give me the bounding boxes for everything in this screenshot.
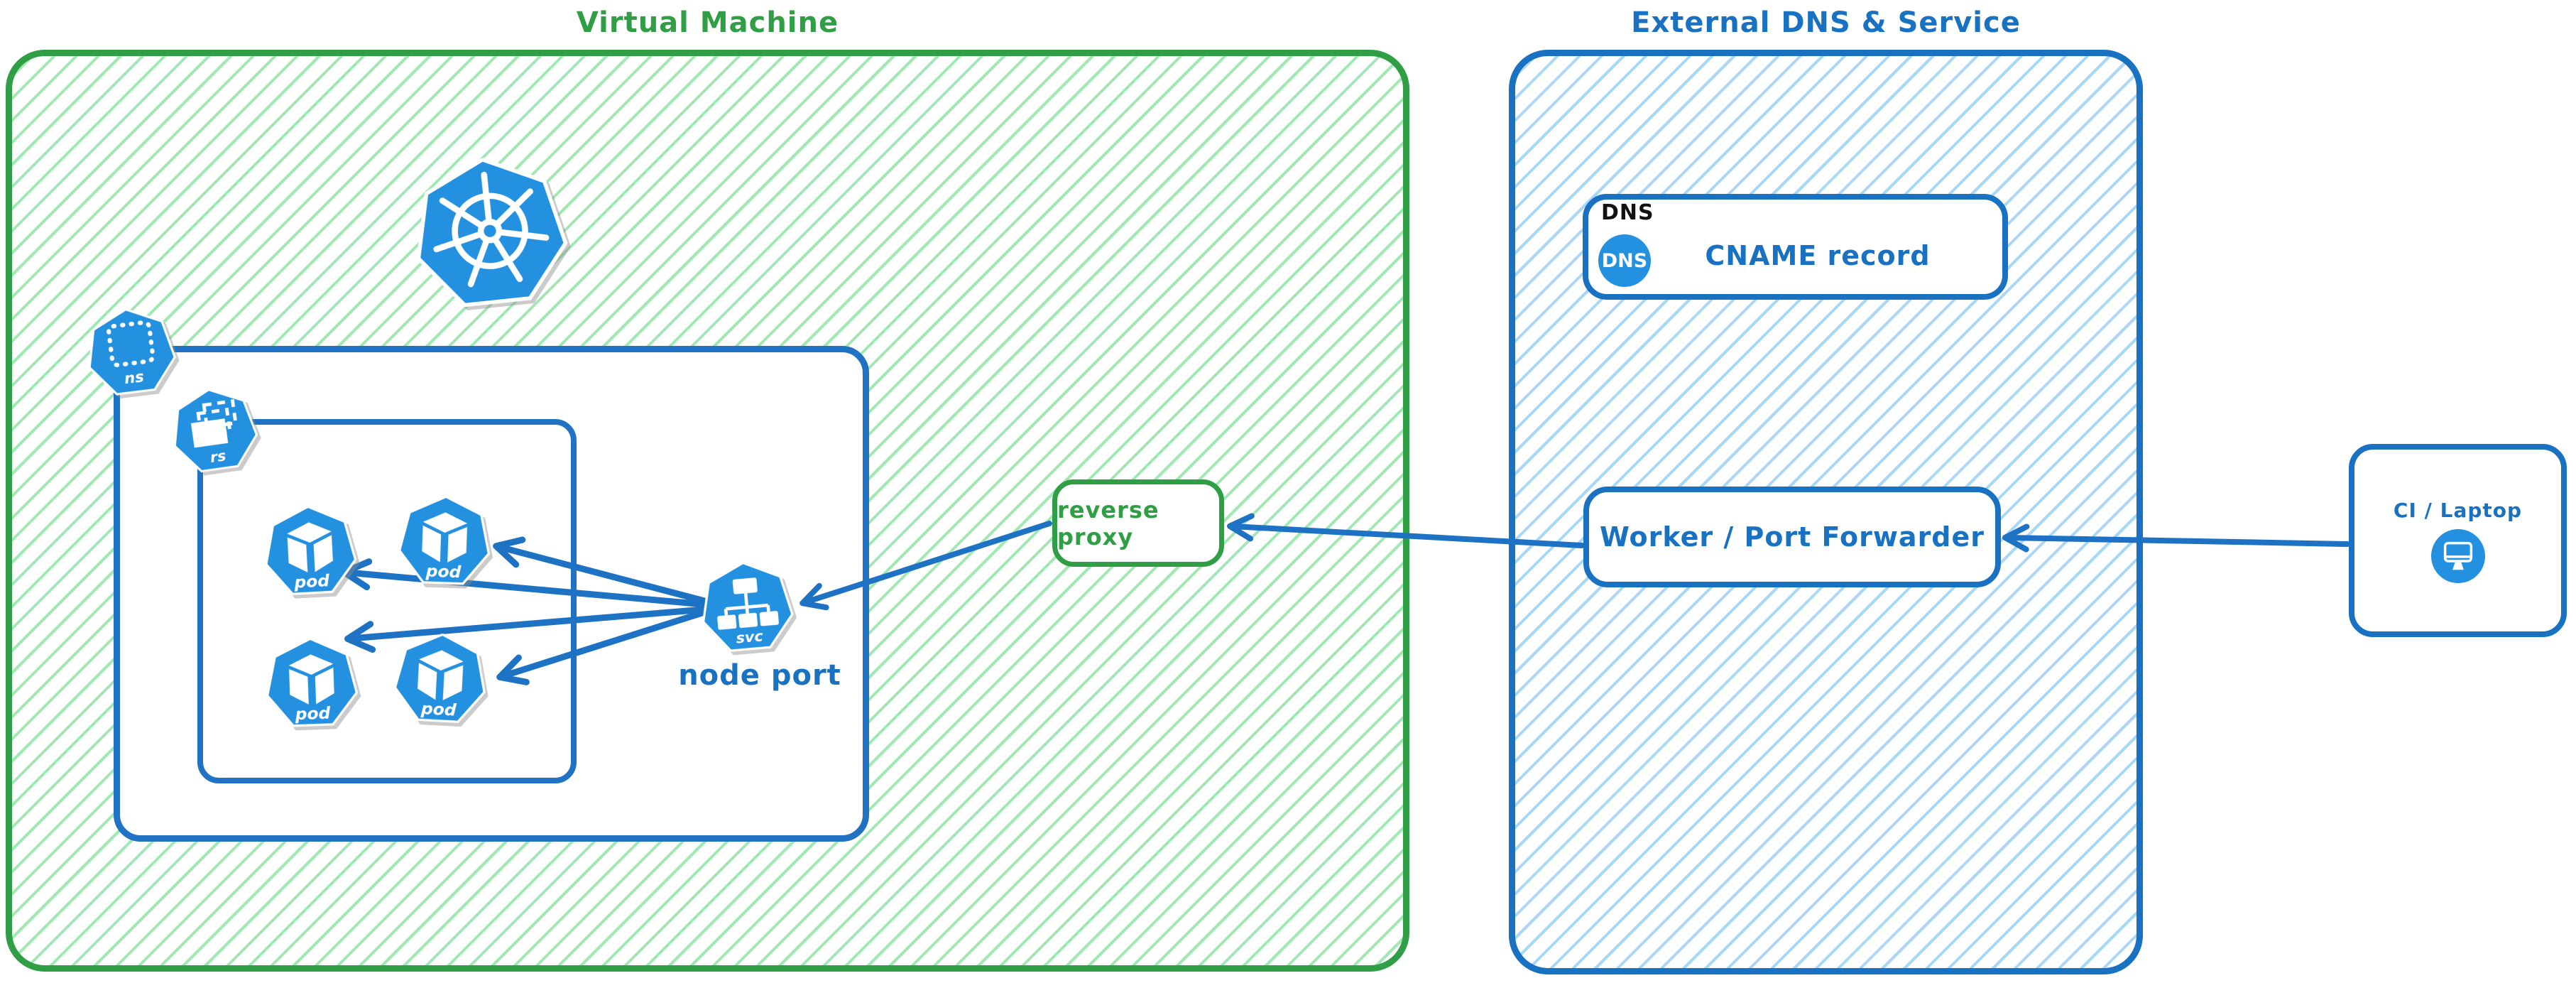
pod-icon: pod [266, 637, 359, 727]
namespace-icon-label: ns [124, 368, 146, 388]
replicaset-icon: rs [173, 389, 258, 473]
arrow-svc-to-pod-2 [493, 536, 708, 604]
pod-icon-label: pod [420, 698, 457, 720]
ci-laptop-box: CI / Laptop [2349, 444, 2567, 637]
arrow-ci-to-worker [2002, 523, 2350, 553]
ci-laptop-label: CI / Laptop [2393, 498, 2523, 522]
monitor-icon [2430, 528, 2485, 583]
external-dns-title: External DNS & Service [1631, 6, 2021, 39]
dns-header-label: DNS [1601, 200, 1654, 225]
pod-icon: pod [265, 505, 357, 595]
arrow-svc-to-pod-1 [341, 558, 708, 608]
replicaset-icon-label: rs [209, 447, 227, 466]
dns-record-box [1583, 194, 2008, 300]
virtual-machine-title: Virtual Machine [576, 6, 839, 39]
reverse-proxy-label: reverse proxy [1057, 496, 1159, 550]
arrow-worker-to-reverse-proxy [1227, 513, 1585, 548]
arrow-svc-to-pod-3 [344, 606, 708, 653]
kubernetes-logo-icon [416, 157, 568, 308]
worker-port-forwarder-box: Worker / Port Forwarder [1583, 487, 2001, 587]
pod-icon: pod [393, 633, 486, 723]
pod-icon: pod [398, 495, 491, 585]
arrow-svc-to-pod-4 [496, 609, 708, 685]
node-port-label: node port [678, 659, 841, 692]
pod-icon-label: pod [294, 703, 331, 724]
reverse-proxy-box: reverse proxy [1052, 479, 1224, 567]
namespace-icon: ns [88, 308, 176, 396]
pod-icon-label: pod [425, 560, 462, 582]
cname-record-label: CNAME record [1705, 240, 1931, 271]
replicaset-box [197, 419, 577, 783]
pod-icon-label: pod [293, 570, 330, 592]
arrow-reverse-proxy-to-node-port [799, 521, 1052, 611]
worker-port-forwarder-label: Worker / Port Forwarder [1599, 521, 1985, 553]
dns-icon: DNS [1598, 234, 1651, 287]
service-icon-label: svc [735, 627, 764, 646]
service-icon: svc [702, 561, 794, 652]
